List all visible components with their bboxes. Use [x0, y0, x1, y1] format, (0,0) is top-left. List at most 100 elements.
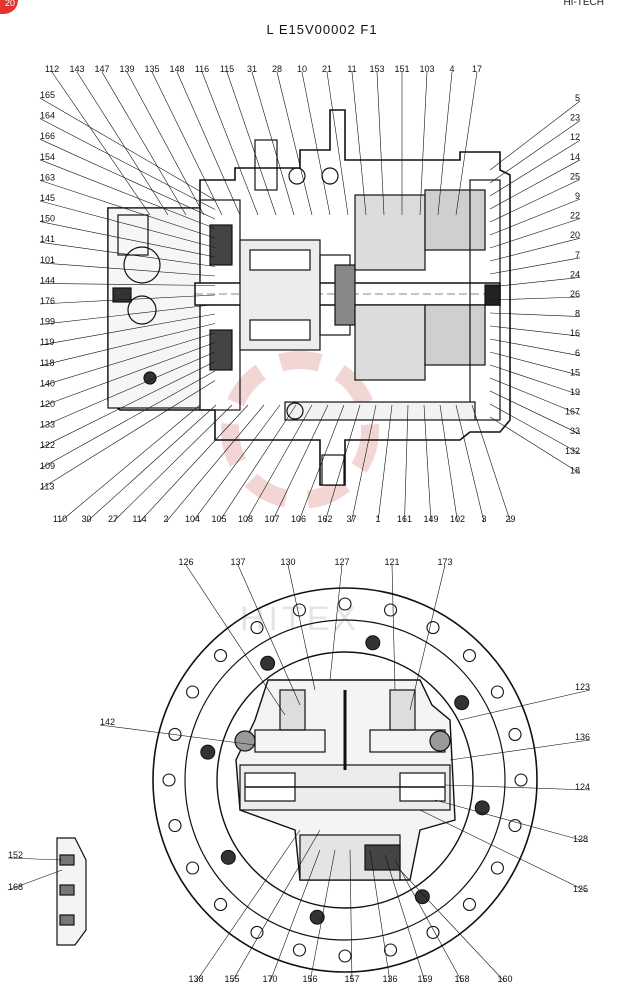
leader-line [419, 71, 428, 216]
leader-line [409, 564, 446, 711]
bolt-hole [426, 621, 440, 635]
leader-line [39, 351, 216, 428]
bolt-hole [186, 685, 200, 699]
part-number-24: 24 [570, 269, 580, 279]
part-number-10: 10 [297, 64, 307, 74]
part-number-133: 133 [40, 420, 55, 430]
leader-line [7, 869, 63, 891]
end-view [56, 587, 538, 973]
part-number-167: 167 [565, 407, 580, 417]
part-number-16: 16 [570, 328, 580, 338]
part-number-168: 168 [8, 882, 23, 892]
leader-line [471, 404, 511, 523]
leader-line [423, 404, 432, 523]
leader-line [489, 403, 581, 455]
leader-line [276, 71, 313, 216]
inner-bolt-hole [309, 909, 325, 925]
leader-line [384, 854, 426, 983]
leader-line [324, 404, 361, 523]
leader-line [489, 351, 581, 376]
leader-line [126, 71, 205, 216]
inner-bolt-hole [365, 635, 381, 651]
leader-line [39, 241, 216, 267]
leader-line [455, 71, 478, 216]
part-number-145: 145 [40, 193, 55, 203]
part-number-161: 161 [397, 514, 412, 524]
part-number-118: 118 [40, 358, 54, 368]
part-number-125: 125 [573, 884, 588, 894]
leader-line [39, 221, 216, 258]
part-number-1: 1 [375, 514, 380, 524]
bolt-hole [384, 943, 398, 957]
leader-line [489, 159, 581, 210]
leader-line [376, 71, 385, 216]
part-number-165: 165 [40, 90, 55, 100]
part-number-23: 23 [570, 113, 580, 123]
leader-line [419, 809, 589, 893]
watermark: HITEX [221, 351, 379, 638]
part-number-159: 159 [417, 974, 432, 984]
part-number-114: 114 [132, 514, 146, 524]
leader-line [377, 404, 393, 523]
leader-line [86, 404, 217, 523]
part-number-109: 109 [40, 461, 55, 471]
leader-line [287, 564, 316, 691]
part-number-199: 199 [40, 317, 55, 327]
bolt-ring [162, 597, 528, 963]
leader-line [391, 564, 396, 691]
part-number-115: 115 [220, 64, 234, 74]
leader-line [489, 416, 581, 474]
part-number-103: 103 [419, 64, 434, 74]
part-number-137: 137 [230, 557, 245, 567]
bolt-hole [490, 685, 504, 699]
inner-bolt-hole [220, 849, 236, 865]
part-number-147: 147 [94, 64, 109, 74]
bolt-hole [168, 819, 182, 833]
leader-line [39, 138, 216, 220]
part-number-138: 138 [188, 974, 203, 984]
part-number-5: 5 [575, 93, 580, 103]
leader-line [489, 364, 581, 396]
leader-line [39, 313, 216, 346]
part-number-11: 11 [347, 64, 356, 74]
leader-line [489, 139, 581, 197]
part-number-8: 8 [575, 309, 580, 319]
part-number-143: 143 [69, 64, 84, 74]
part-number-26: 26 [570, 289, 580, 299]
watermark-text: HITEX [240, 600, 360, 638]
part-number-150: 150 [40, 214, 55, 224]
leader-line [165, 404, 265, 523]
leader-line [489, 100, 581, 171]
part-number-120: 120 [40, 399, 55, 409]
leader-line [195, 829, 301, 983]
leader-line [39, 159, 216, 229]
bolt-hole [462, 897, 477, 912]
bolt-hole [292, 943, 306, 957]
part-number-116: 116 [195, 64, 209, 74]
part-number-123: 123 [575, 682, 590, 692]
leader-line [139, 404, 249, 523]
leader-line [7, 857, 63, 861]
leader-line [176, 71, 241, 216]
inner-bolt-hole [200, 744, 216, 760]
leader-line [269, 849, 321, 983]
leader-line [218, 404, 297, 523]
bolt-hole [338, 597, 352, 611]
part-number-127: 127 [334, 557, 349, 567]
part-number-18: 18 [570, 465, 580, 475]
part-number-27: 27 [108, 514, 118, 524]
bolt-hole [508, 727, 522, 741]
part-number-112: 112 [45, 64, 59, 74]
leader-line [326, 71, 349, 216]
bolt-hole [508, 819, 522, 833]
part-number-155: 155 [224, 974, 239, 984]
part-number-156: 156 [302, 974, 317, 984]
bolt-hole [490, 861, 504, 875]
part-number-7: 7 [575, 250, 580, 260]
bolt-hole [338, 949, 352, 963]
part-number-37: 37 [346, 514, 356, 524]
part-number-20: 20 [570, 230, 580, 240]
